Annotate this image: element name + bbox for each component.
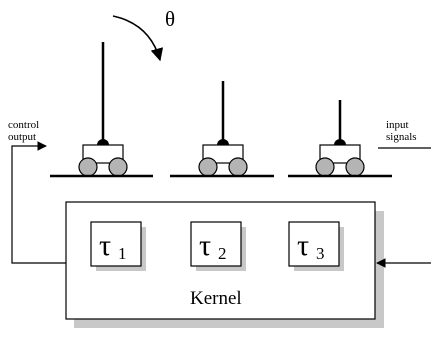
task-3-subscript: 3 [316,244,325,263]
pendulum-cart-2 [170,81,274,178]
pendulum-cart-3 [288,100,392,178]
task-box-1: τ 1 [90,221,146,271]
control-label-line1: control [8,119,39,131]
control-output-arrow [11,141,66,264]
task-box-3: τ 3 [288,221,344,271]
input-label-line2: signals [386,131,417,143]
rotation-arrow [112,15,164,62]
pendulum-cart-1 [50,42,153,178]
task-1-subscript: 1 [118,244,127,263]
kernel-label: Kernel [190,288,242,309]
control-label-line2: output [8,131,36,143]
task-box-2: τ 2 [190,221,246,271]
task-2-symbol: τ [199,229,211,262]
theta-label: θ [165,7,175,31]
task-2-subscript: 2 [218,244,227,263]
task-1-symbol: τ [99,229,111,262]
input-label-line1: input [386,119,409,131]
task-3-symbol: τ [297,229,309,262]
